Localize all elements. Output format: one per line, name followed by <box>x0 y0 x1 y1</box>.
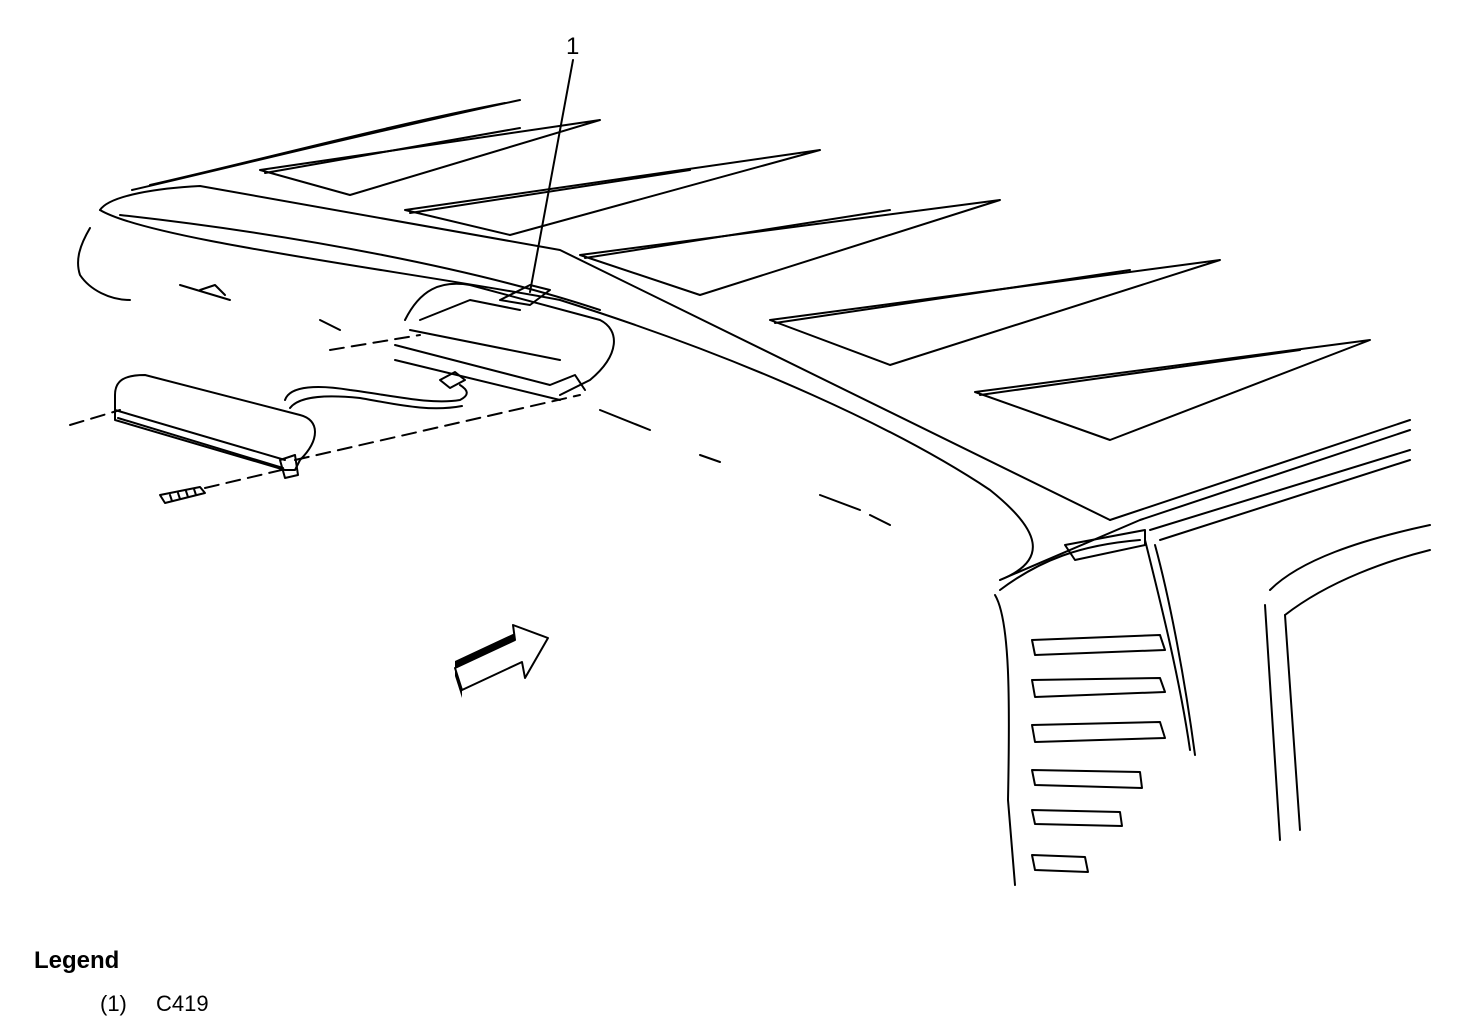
lamp-assembly <box>115 375 315 478</box>
callout-leader-line <box>530 60 573 292</box>
legend-item: (1) C419 <box>100 990 209 1018</box>
installation-guide-lines <box>70 335 580 488</box>
roof-illustration: 1 <box>0 33 1472 930</box>
roof-ribs <box>260 120 1370 440</box>
lamp-recess <box>395 284 614 400</box>
wire-harness <box>285 385 467 408</box>
legend-title: Legend <box>34 947 120 974</box>
legend-item-text: C419 <box>156 991 209 1016</box>
screw <box>160 487 205 503</box>
roof-panel <box>78 100 1410 580</box>
vent-slots <box>1032 635 1165 872</box>
legend-item-number: (1) <box>100 991 127 1016</box>
callout-1-label: 1 <box>566 33 579 60</box>
body-pillar <box>995 525 1430 885</box>
roof-underside-details <box>180 285 890 525</box>
legend: Legend (1) C419 <box>34 946 209 1018</box>
direction-arrow <box>455 625 548 698</box>
